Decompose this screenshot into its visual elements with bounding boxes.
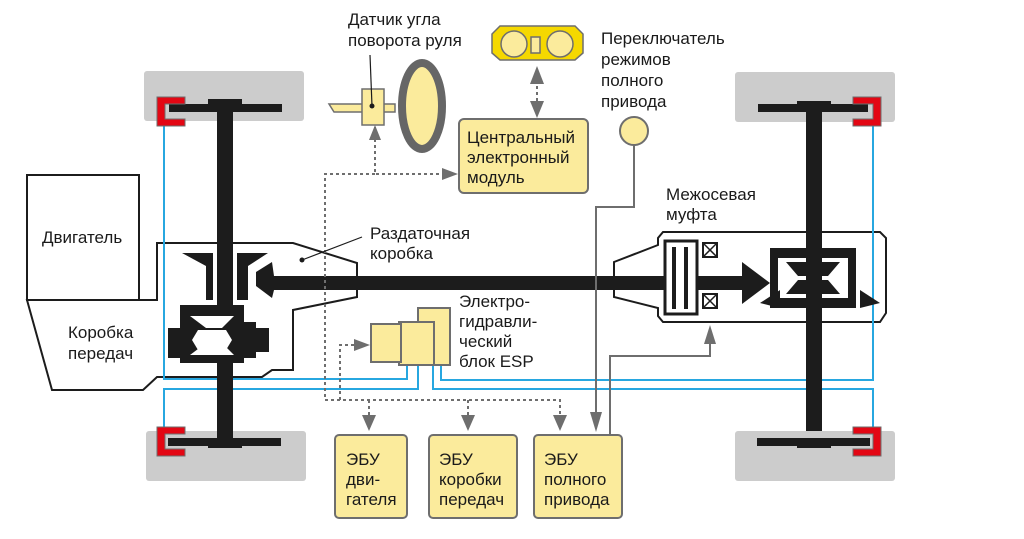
coupling-control-line — [609, 342, 711, 434]
data-bus — [324, 125, 567, 431]
rear-differential — [760, 248, 880, 308]
engine-label: Двигатель — [42, 228, 122, 247]
ecu-awd-box — [533, 434, 623, 519]
steering-sensor-label: Датчик угла поворота руля — [348, 10, 462, 50]
front-left-brake — [156, 96, 186, 127]
awd-switch-signal-line — [595, 145, 635, 420]
central-electronic-module — [458, 118, 589, 194]
awd-switch-label: Переключатель режимов полного привода — [601, 29, 729, 111]
transfer-case-leader — [301, 236, 363, 261]
esp-block-label: Электро- гидравли- ческий блок ESP — [459, 292, 542, 371]
instrument-cluster — [491, 25, 584, 61]
cluster-bus-link — [530, 66, 544, 118]
awd-mode-switch — [619, 116, 649, 146]
gearbox-label: Коробка передач — [68, 323, 138, 363]
ecu-awd-label: ЭБУ полного привода — [544, 450, 611, 509]
rear-right-brake — [852, 426, 882, 457]
multi-plate-clutch — [663, 239, 718, 316]
ecu-gearbox-box — [428, 434, 518, 519]
ecu-gearbox-label: ЭБУ коробки передач — [439, 450, 506, 509]
hydraulic-lines — [163, 123, 874, 434]
steering-assembly — [327, 54, 446, 153]
transfer-case-label: Раздаточная коробка — [370, 224, 475, 263]
central-module-label: Центральный электронный модуль — [467, 128, 580, 187]
center-coupling-label: Межосевая муфта — [666, 185, 761, 224]
ecu-engine-label: ЭБУ дви- гателя — [346, 450, 397, 509]
front-differential — [168, 253, 269, 363]
propeller-shaft — [256, 262, 770, 304]
ecu-engine-box — [334, 434, 408, 519]
esp-hydraulic-block — [370, 307, 451, 366]
front-right-brake — [156, 426, 186, 457]
steering-wheel — [398, 59, 446, 153]
rear-left-brake — [852, 96, 882, 127]
